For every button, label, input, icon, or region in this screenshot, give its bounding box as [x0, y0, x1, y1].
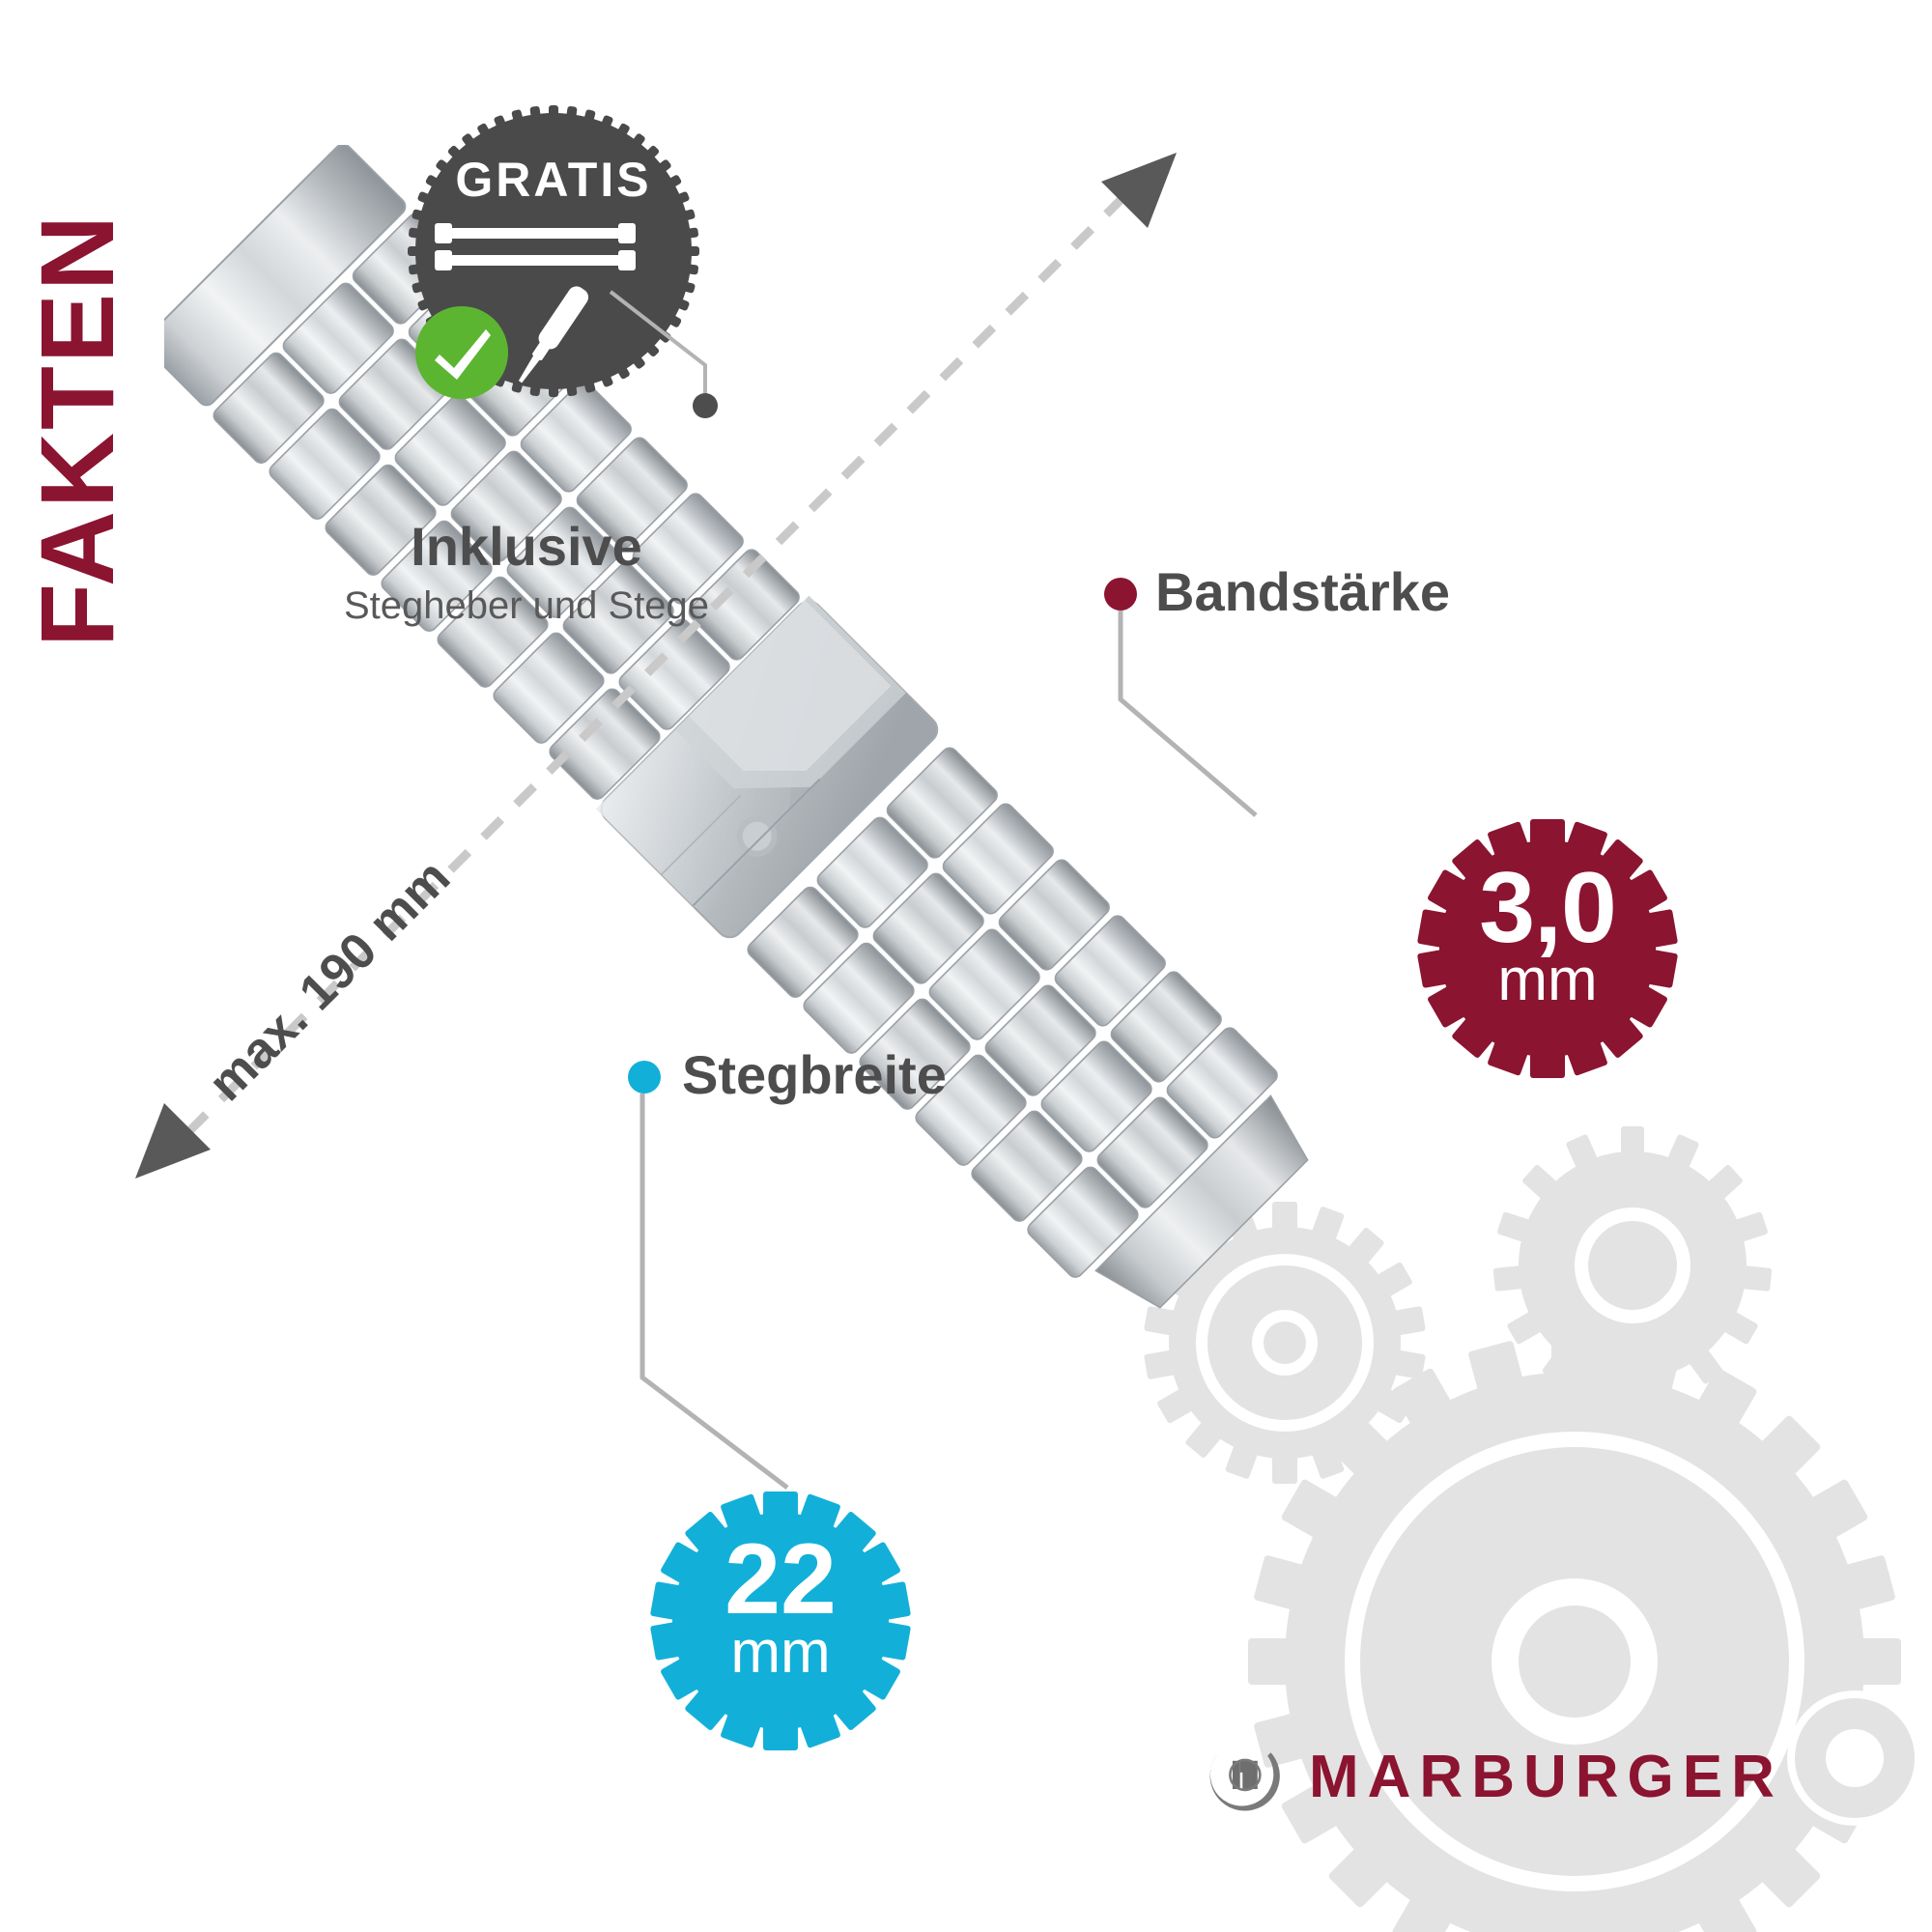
badge-bandstaerke-unit: mm	[1497, 947, 1598, 1013]
check-circle-icon	[415, 306, 508, 399]
badge-stegbreite-unit: mm	[730, 1619, 831, 1686]
badge-bandstaerke-value: 3,0	[1479, 852, 1617, 964]
inclusive-subtitle: Stegheber und Stege	[343, 584, 710, 627]
spring-bar-icon	[435, 223, 636, 270]
brand-logo: MARBURGER	[1203, 1734, 1783, 1821]
badge-stegbreite-value: 22	[724, 1523, 837, 1635]
callout-label-stegbreite: Stegbreite	[682, 1044, 947, 1105]
length-dimension-arrow	[135, 153, 1177, 1179]
badge-stegbreite-gear-shape	[650, 1492, 911, 1750]
m-crescent-logo-icon	[1209, 1752, 1280, 1811]
badge-stegbreite: 22 mm	[636, 1476, 925, 1766]
brand-wordmark: MARBURGER	[1309, 1744, 1783, 1810]
badge-bandstaerke: 3,0 mm	[1403, 804, 1692, 1094]
callout-dot-stegbreite	[628, 1061, 661, 1094]
callout-label-bandstaerke: Bandstärke	[1155, 561, 1451, 622]
inclusive-text-block: Inklusive Stegheber und Stege	[319, 517, 734, 631]
callout-leader-bandstaerke	[1118, 611, 1258, 817]
inclusive-title: Inklusive	[411, 516, 642, 577]
callout-leader-stegbreite	[639, 1094, 789, 1490]
gratis-leader-line	[609, 290, 718, 418]
screwdriver-icon	[518, 286, 589, 384]
callout-dot-bandstaerke	[1104, 578, 1137, 611]
badge-bandstaerke-gear-shape	[1417, 819, 1678, 1078]
gratis-badge-label: GRATIS	[455, 153, 652, 207]
